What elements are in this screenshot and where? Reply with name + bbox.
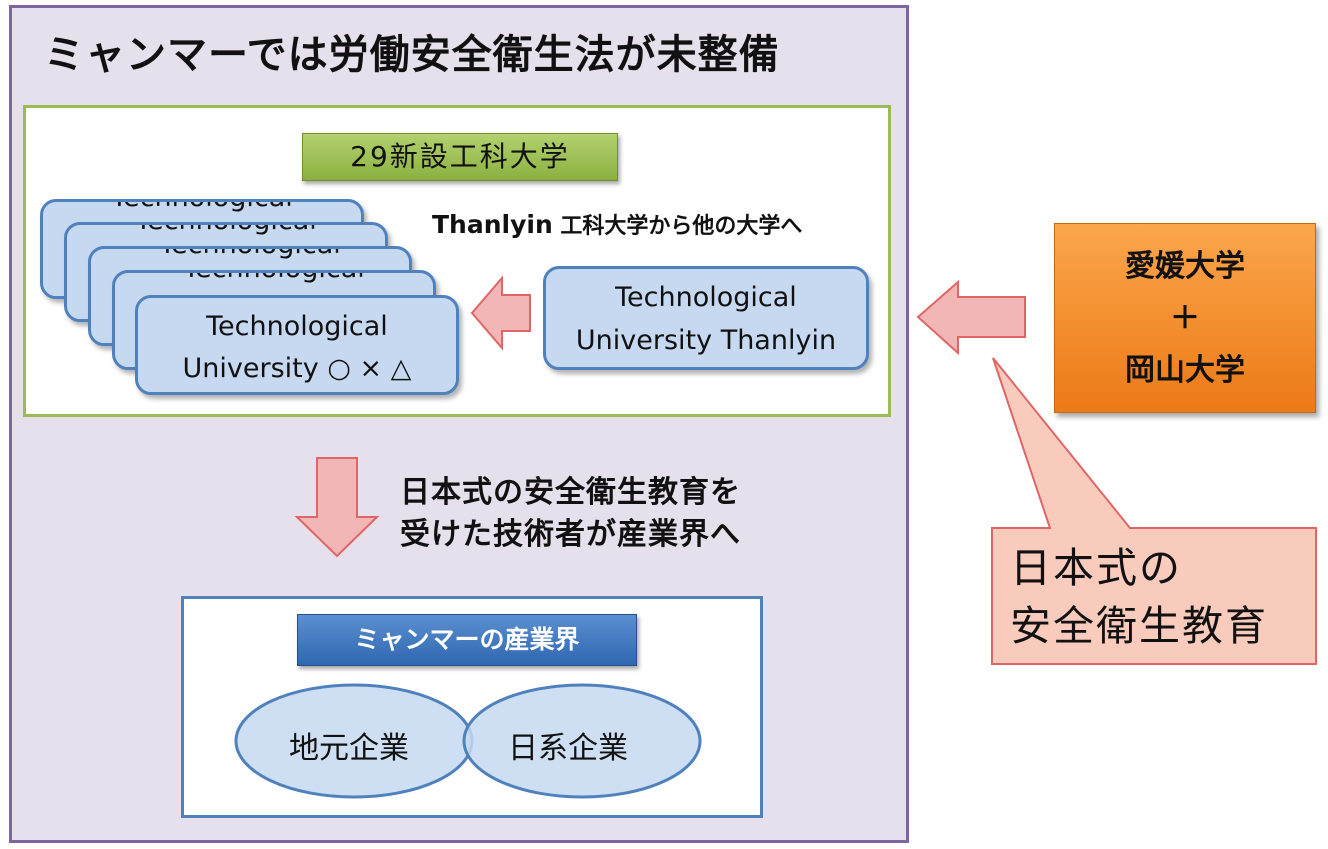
callout-line2: 安全衛生教育 bbox=[1010, 602, 1268, 650]
partner-line1: 愛媛大学 bbox=[1125, 249, 1245, 284]
down-arrow-icon bbox=[294, 457, 380, 558]
university-card-front: Technological University ○ × △ bbox=[135, 295, 459, 395]
thanlyin-card-line1: Technological bbox=[615, 282, 797, 313]
left-arrow-small-icon bbox=[470, 275, 531, 351]
page-title: ミャンマーでは労働安全衛生法が未整備 bbox=[44, 32, 780, 78]
stack-card-text: Technological bbox=[67, 225, 385, 243]
thanlyin-caption-prefix: Thanlyin bbox=[432, 210, 553, 239]
stack-card-text: Technological bbox=[115, 273, 433, 291]
stack-card-text: Technological bbox=[91, 249, 409, 267]
japanese-companies-ellipse bbox=[462, 683, 702, 799]
stack-card-text: Technological bbox=[43, 202, 361, 220]
front-card-line1: Technological bbox=[206, 311, 388, 342]
japanese-companies-label: 日系企業 bbox=[508, 731, 628, 766]
front-card-line2: University ○ × △ bbox=[182, 353, 412, 384]
thanlyin-caption: Thanlyin 工科大学から他の大学へ bbox=[432, 208, 802, 240]
thanlyin-university-card: Technological University Thanlyin bbox=[543, 266, 869, 370]
thanlyin-card-line2: University Thanlyin bbox=[575, 325, 837, 356]
partner-universities-box: 愛媛大学 ＋ 岡山大学 bbox=[1054, 223, 1316, 413]
thanlyin-caption-rest: 工科大学から他の大学へ bbox=[552, 214, 803, 239]
local-companies-label: 地元企業 bbox=[289, 731, 409, 766]
callout-bubble bbox=[991, 357, 1317, 665]
new-universities-label: 29新設工科大学 bbox=[302, 133, 618, 181]
partner-line3: 岡山大学 bbox=[1125, 353, 1245, 388]
callout-line1: 日本式の bbox=[1010, 544, 1182, 592]
myanmar-industry-label: ミャンマーの産業界 bbox=[297, 614, 637, 666]
education-flow-text: 日本式の安全衛生教育を 受けた技術者が産業界へ bbox=[400, 472, 741, 556]
education-flow-line2: 受けた技術者が産業界へ bbox=[400, 517, 741, 552]
partner-plus: ＋ bbox=[1170, 301, 1200, 336]
education-flow-line1: 日本式の安全衛生教育を bbox=[400, 475, 741, 510]
left-arrow-large-icon bbox=[916, 279, 1026, 356]
callout-text: 日本式の 安全衛生教育 bbox=[1010, 539, 1268, 655]
